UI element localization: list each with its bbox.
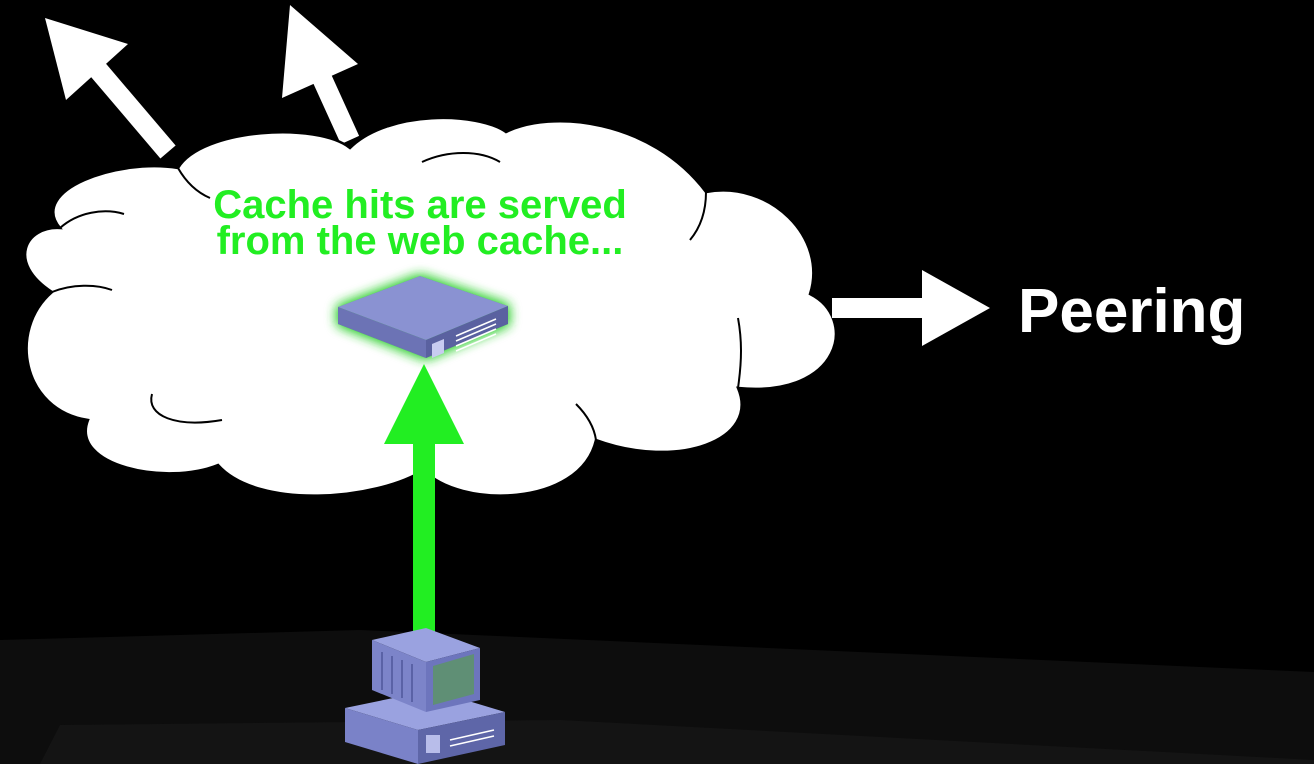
peering-label: Peering xyxy=(1018,277,1245,346)
upstream-arrow-right xyxy=(282,5,360,145)
peering-arrow xyxy=(832,270,990,346)
cache-request-arrow xyxy=(384,364,464,640)
desktop-computer-icon xyxy=(345,628,505,764)
cache-hit-caption-line1: Cache hits are served xyxy=(213,183,627,227)
background-floor xyxy=(0,630,1314,764)
cache-hit-caption-line2: from the web cache... xyxy=(217,219,624,263)
upstream-arrow-left xyxy=(45,18,176,159)
server-appliance-icon xyxy=(338,276,508,358)
cloud-inner-curves xyxy=(51,152,742,441)
